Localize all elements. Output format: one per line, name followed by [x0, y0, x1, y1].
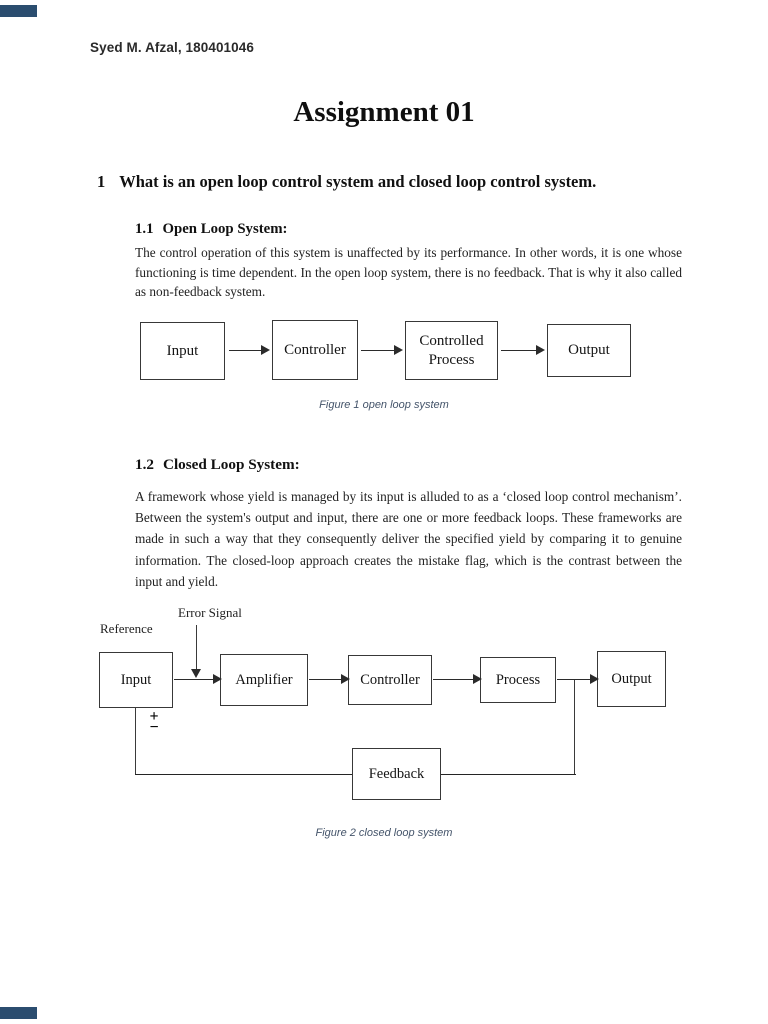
- section-heading: 1 What is an open loop control system and…: [97, 172, 596, 192]
- diagram1-controlled-process-box: Controlled Process: [405, 321, 498, 380]
- figure1-caption: Figure 1 open loop system: [319, 399, 449, 411]
- summing-junction-line: [135, 708, 136, 775]
- arrow-amplifier-to-controller: [309, 674, 350, 684]
- open-loop-heading: 1.1 Open Loop System:: [135, 221, 287, 238]
- closed-loop-heading: 1.2 Closed Loop System:: [135, 456, 300, 474]
- diagram2-controller-box: Controller: [348, 655, 432, 705]
- summing-signs: + −: [145, 708, 163, 736]
- arrow-controller-to-process: [361, 345, 403, 355]
- arrow-process-to-output: [501, 345, 545, 355]
- diagram2-feedback-box: Feedback: [352, 748, 441, 800]
- feedback-return-line-left: [135, 774, 352, 775]
- plus-sign: +: [149, 708, 159, 725]
- scroll-marker-top: [0, 5, 37, 17]
- minus-sign: −: [149, 719, 159, 736]
- error-signal-label: Error Signal: [178, 605, 242, 620]
- diagram2-output-box: Output: [597, 651, 666, 707]
- section-number: 1: [97, 172, 106, 191]
- closed-loop-heading-text: Closed Loop System:: [162, 456, 300, 473]
- diagram1-input-box: Input: [140, 322, 225, 380]
- page-title: Assignment 01: [293, 96, 475, 128]
- open-loop-heading-text: Open Loop System:: [162, 221, 288, 237]
- arrow-process-to-output: [557, 674, 599, 684]
- reference-label: Reference: [100, 621, 153, 636]
- closed-loop-paragraph: A framework whose yield is managed by it…: [135, 489, 682, 589]
- diagram2-input-box: Input: [99, 652, 173, 708]
- diagram1-output-box: Output: [547, 324, 631, 377]
- section-heading-text: What is an open loop control system and …: [119, 172, 597, 191]
- open-loop-number: 1.1: [135, 221, 154, 237]
- open-loop-paragraph: The control operation of this system is …: [135, 245, 682, 300]
- diagram2-amplifier-box: Amplifier: [220, 654, 308, 706]
- figure2-caption: Figure 2 closed loop system: [315, 827, 453, 839]
- scroll-marker-bottom: [0, 1007, 37, 1019]
- closed-loop-number: 1.2: [135, 456, 154, 473]
- error-signal-arrow: [191, 625, 201, 678]
- arrow-controller-to-process: [433, 674, 482, 684]
- diagram1-controller-box: Controller: [272, 320, 358, 380]
- feedback-return-line-right: [441, 774, 576, 775]
- diagram2-process-box: Process: [480, 657, 556, 703]
- arrow-input-to-controller: [229, 345, 270, 355]
- author-header: Syed M. Afzal, 180401046: [90, 40, 254, 55]
- arrow-input-to-amplifier: [174, 674, 222, 684]
- feedback-tap-line: [574, 680, 575, 775]
